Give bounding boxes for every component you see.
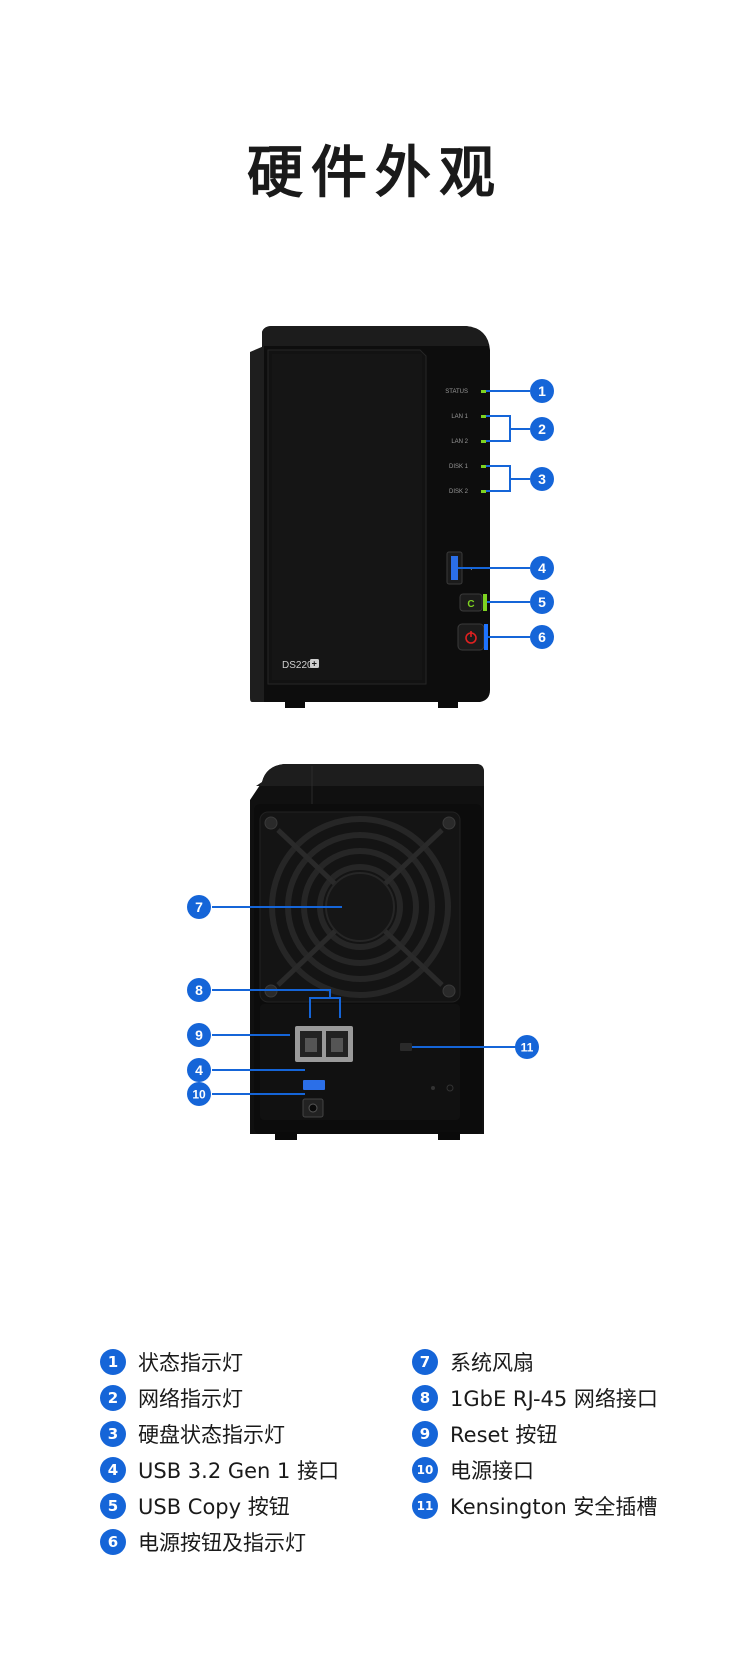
- led-labels: STATUS LAN 1 LAN 2 DISK 1 DISK 2: [445, 389, 468, 495]
- led-label-disk1: DISK 1: [449, 464, 469, 470]
- device-illustrations: DS220 + STATUS LAN 1 LAN 2 DISK 1 DISK 2…: [187, 326, 554, 1140]
- legend-item: 7 系统风扇: [412, 1344, 658, 1380]
- legend-badge: 6: [100, 1529, 126, 1555]
- legend-right: 7 系统风扇 8 1GbE RJ-45 网络接口 9 Reset 按钮 10 电…: [412, 1344, 658, 1524]
- page-title: 硬件外观: [247, 141, 503, 206]
- legend-badge: 1: [100, 1349, 126, 1375]
- legend-item: 6 电源按钮及指示灯: [100, 1524, 339, 1560]
- legend-left: 1 状态指示灯 2 网络指示灯 3 硬盘状态指示灯 4 USB 3.2 Gen …: [100, 1344, 339, 1560]
- legend-item: 1 状态指示灯: [100, 1344, 339, 1380]
- nas-front-view: DS220 + STATUS LAN 1 LAN 2 DISK 1 DISK 2…: [250, 326, 554, 708]
- kensington-slot: [400, 1043, 412, 1051]
- callout-front-6: 6: [538, 629, 546, 645]
- callout-front-2: 2: [538, 421, 546, 437]
- rear-usb-port: [303, 1080, 325, 1090]
- legend-badge: 2: [100, 1385, 126, 1411]
- legend-item: 8 1GbE RJ-45 网络接口: [412, 1380, 658, 1416]
- callout-back-7: 7: [195, 899, 203, 915]
- legend-item: 3 硬盘状态指示灯: [100, 1416, 339, 1452]
- legend-text: 网络指示灯: [138, 1387, 243, 1411]
- legend-text: 电源接口: [450, 1459, 534, 1483]
- led-label-lan2: LAN 2: [451, 439, 468, 445]
- rj45-ports: [295, 1026, 353, 1062]
- callout-back-10: 10: [192, 1088, 206, 1102]
- back-callout-lines: [212, 906, 516, 1095]
- legend-badge: 3: [100, 1421, 126, 1447]
- front-callout-badges: 1 2 3 4 5 6: [530, 379, 554, 649]
- legend-badge: 11: [412, 1493, 438, 1519]
- callout-back-8: 8: [195, 982, 203, 998]
- power-button: [457, 623, 488, 651]
- legend-item: 9 Reset 按钮: [412, 1416, 658, 1452]
- callout-front-1: 1: [538, 383, 546, 399]
- legend-item: 2 网络指示灯: [100, 1380, 339, 1416]
- legend-text: USB 3.2 Gen 1 接口: [138, 1459, 340, 1483]
- callout-back-4: 4: [195, 1062, 203, 1078]
- callout-front-3: 3: [538, 471, 546, 487]
- legend-badge: 7: [412, 1349, 438, 1375]
- legend-item: 10 电源接口: [412, 1452, 658, 1488]
- legend-item: 4 USB 3.2 Gen 1 接口: [100, 1452, 339, 1488]
- legend-badge: 10: [412, 1457, 438, 1483]
- legend-text: 状态指示灯: [138, 1351, 243, 1375]
- led-lights: [481, 390, 486, 493]
- legend-badge: 8: [412, 1385, 438, 1411]
- callout-back-9: 9: [195, 1027, 203, 1043]
- usb-copy-button: C: [459, 593, 487, 612]
- svg-text:+: +: [312, 659, 317, 669]
- legend-item: 5 USB Copy 按钮: [100, 1488, 339, 1524]
- legend-text: USB Copy 按钮: [138, 1495, 290, 1519]
- callout-back-11: 11: [521, 1041, 534, 1055]
- led-label-lan1: LAN 1: [451, 414, 468, 420]
- led-label-disk2: DISK 2: [449, 489, 469, 495]
- legend-item: 11 Kensington 安全插槽: [412, 1488, 658, 1524]
- callout-front-5: 5: [538, 594, 546, 610]
- legend-text: 电源按钮及指示灯: [138, 1531, 306, 1555]
- model-label: DS220: [282, 660, 313, 671]
- nas-back-view: 7 8 9 4 10 11: [187, 764, 539, 1140]
- legend-text: Reset 按钮: [450, 1423, 558, 1447]
- legend-text: 系统风扇: [450, 1351, 534, 1375]
- front-callout-lines: [458, 390, 530, 638]
- legend-badge: 9: [412, 1421, 438, 1447]
- legend-text: 硬盘状态指示灯: [138, 1423, 285, 1447]
- back-callout-badges: 7 8 9 4 10 11: [187, 895, 539, 1106]
- legend-badge: 4: [100, 1457, 126, 1483]
- copy-icon: C: [467, 599, 474, 610]
- legend-text: 1GbE RJ-45 网络接口: [450, 1387, 658, 1411]
- legend-badge: 5: [100, 1493, 126, 1519]
- legend-text: Kensington 安全插槽: [450, 1495, 658, 1519]
- callout-front-4: 4: [538, 560, 546, 576]
- led-label-status: STATUS: [445, 389, 468, 395]
